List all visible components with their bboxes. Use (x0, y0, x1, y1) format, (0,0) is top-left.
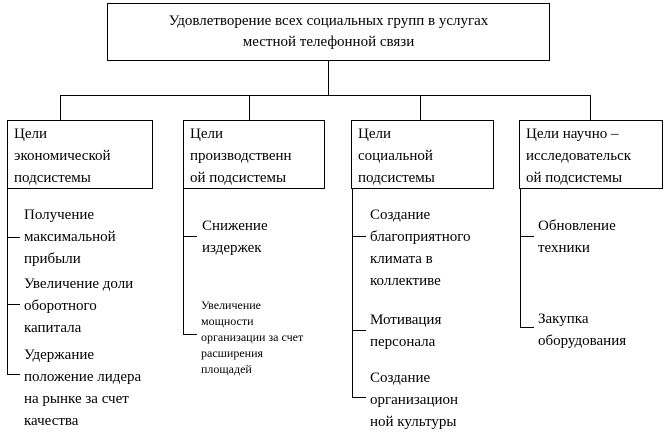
sub-goal-item: Закупка оборудования (538, 308, 626, 352)
item-line: благоприятного (370, 229, 471, 245)
goal-box-economic: Цели экономической подсистемы (7, 120, 153, 189)
item-line: издержек (202, 240, 262, 256)
goal-line: социальной (358, 148, 433, 164)
goal-line: Цели научно – (526, 126, 619, 142)
goal-line: Цели (358, 126, 392, 142)
item-line: климата в (370, 251, 433, 267)
goal-line: ой подсистемы (526, 170, 623, 186)
root-goal-line-2: местной телефонной связи (242, 34, 415, 50)
goal-line: ой подсистемы (190, 170, 287, 186)
goal-line: Цели (190, 126, 224, 142)
goal-line: подсистемы (358, 170, 435, 186)
item-line: коллективе (370, 273, 441, 289)
item-line: на рынке за счет (24, 391, 129, 407)
item-line: Удержание (24, 347, 95, 363)
item-line: мощности (201, 314, 254, 328)
item-line: прибыли (24, 251, 81, 267)
goal-line: Цели (14, 126, 48, 142)
goal-line: исследовательск (526, 148, 632, 164)
item-line: расширения (201, 346, 264, 360)
goal-box-social: Цели социальной подсистемы (351, 120, 494, 189)
item-line: Мотивация (370, 312, 442, 328)
item-line: Обновление (538, 218, 616, 234)
goal-box-production: Цели производственн ой подсистемы (183, 120, 325, 189)
item-line: положение лидера (24, 369, 142, 385)
item-line: организации за счет (201, 330, 304, 344)
item-line: организацион (370, 392, 459, 408)
item-line: оборотного (24, 298, 97, 314)
root-goal-line-1: Удовлетворение всех социальных групп в у… (168, 13, 489, 29)
sub-goal-item: Обновление техники (538, 215, 616, 259)
sub-goal-item: Снижение издержек (202, 215, 268, 259)
item-line: Увеличение (201, 298, 262, 312)
sub-goal-item: Получение максимальной прибыли (24, 204, 116, 270)
item-line: качества (24, 413, 79, 429)
root-goal-box: Удовлетворение всех социальных групп в у… (107, 3, 550, 61)
goal-line: экономической (14, 148, 111, 164)
sub-goal-item: Увеличение доли оборотного капитала (24, 273, 133, 339)
item-line: оборудования (538, 333, 627, 349)
item-line: Увеличение доли (24, 276, 134, 292)
sub-goal-item: Увеличение мощности организации за счет … (201, 297, 303, 377)
goal-line: подсистемы (14, 170, 91, 186)
item-line: Создание (370, 207, 431, 223)
item-line: максимальной (24, 229, 116, 245)
sub-goal-item: Создание благоприятного климата в коллек… (370, 204, 471, 292)
item-line: Снижение (202, 218, 268, 234)
item-line: площадей (201, 362, 252, 376)
goal-line: производственн (190, 148, 292, 164)
item-line: Закупка (538, 311, 589, 327)
sub-goal-item: Удержание положение лидера на рынке за с… (24, 344, 141, 432)
goal-box-research: Цели научно – исследовательск ой подсист… (519, 120, 663, 189)
sub-goal-item: Мотивация персонала (370, 309, 441, 353)
item-line: Создание (370, 370, 431, 386)
sub-goal-item: Создание организацион ной культуры (370, 367, 458, 433)
item-line: капитала (24, 320, 82, 336)
item-line: ной культуры (370, 414, 457, 430)
item-line: персонала (370, 334, 436, 350)
item-line: техники (538, 240, 590, 256)
item-line: Получение (24, 207, 95, 223)
